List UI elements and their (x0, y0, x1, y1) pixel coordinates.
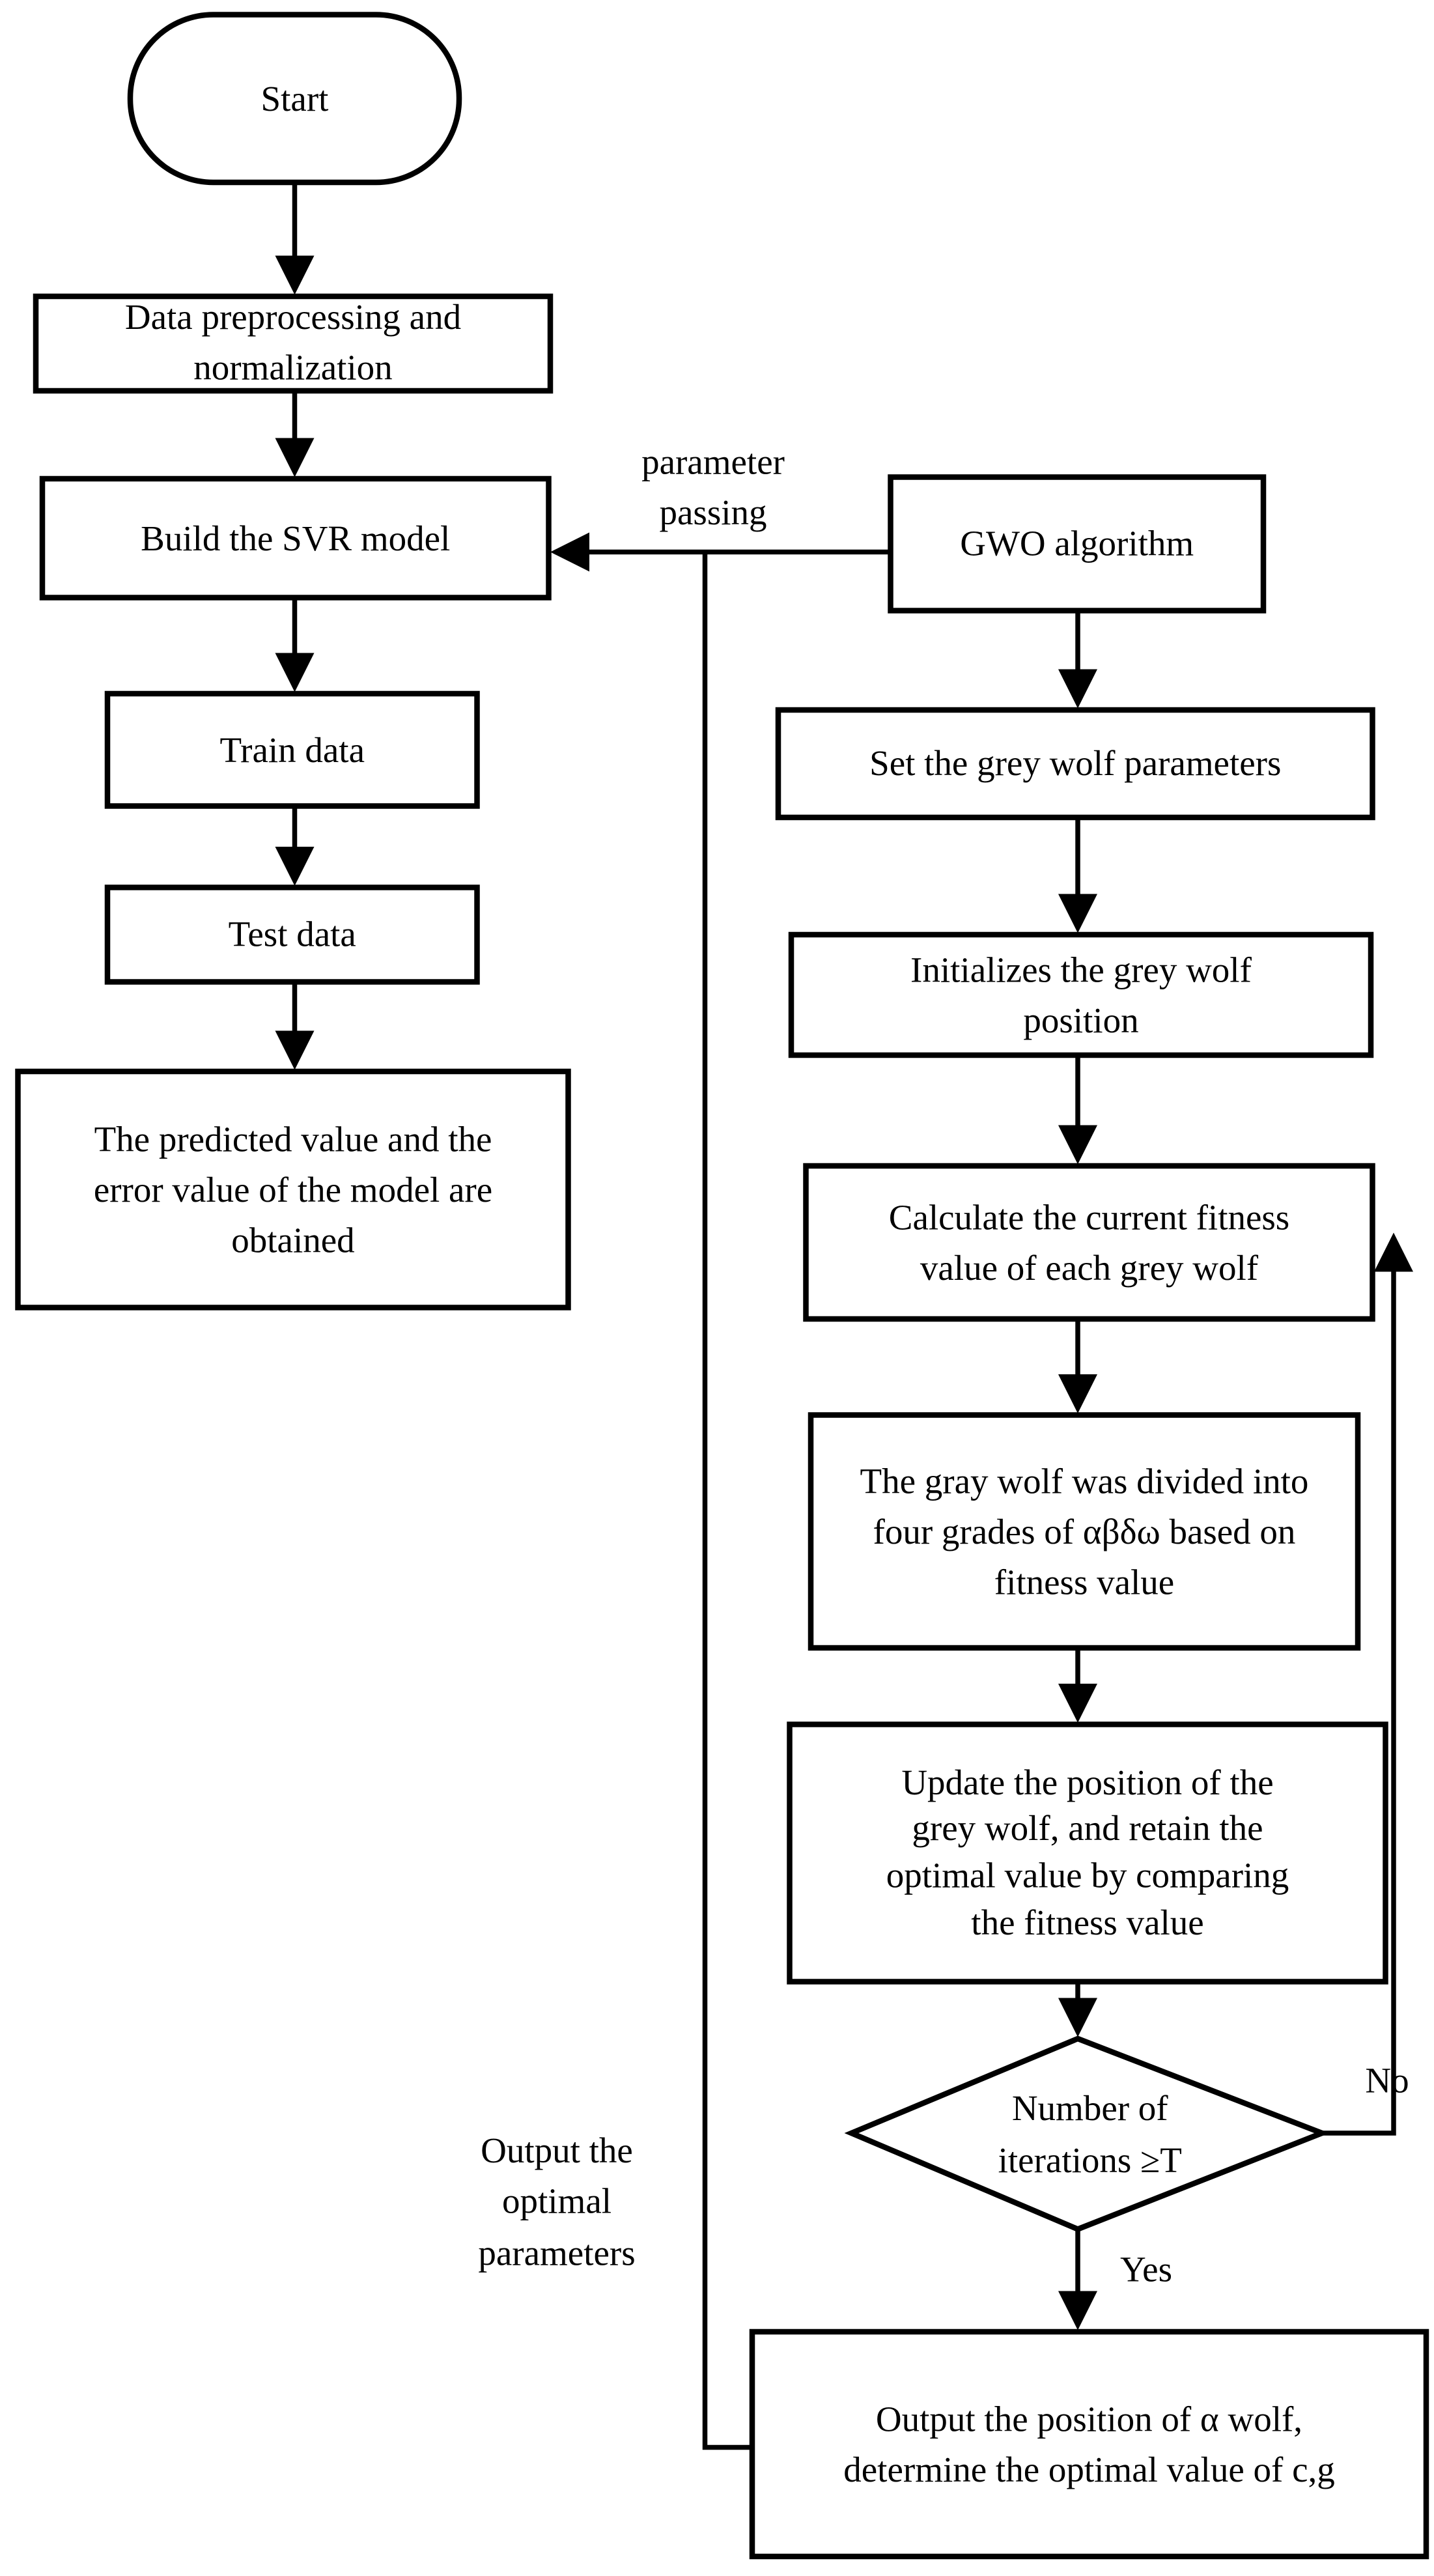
node-output-alpha: Output the position of α wolf, determine… (843, 2398, 1335, 2490)
node-train-data: Train data (219, 729, 365, 771)
start-shape (127, 12, 462, 186)
gwo-shape (888, 474, 1267, 614)
node-update-position: Update the position of the grey wolf, an… (886, 1761, 1289, 1942)
edge-decision-no-to-calc (1322, 1232, 1413, 2136)
set-params-shape (775, 707, 1375, 821)
init-position-shape (788, 931, 1374, 1058)
node-build-svr: Build the SVR model (141, 517, 451, 559)
decision-shape (844, 2035, 1330, 2233)
edge-label-parameter-passing: parameter passing (641, 440, 785, 533)
node-data-preprocessing: Data preprocessing and normalization (124, 296, 462, 388)
edge-label-no: No (1365, 2060, 1409, 2101)
node-calc-fitness: Calculate the current fitness value of e… (888, 1196, 1290, 1288)
node-predicted-value: The predicted value and the error value … (93, 1118, 493, 1261)
node-divide-grades: The gray wolf was divided into four grad… (860, 1460, 1309, 1603)
train-data-shape (104, 690, 480, 809)
output-alpha-shape (749, 2328, 1429, 2560)
divide-grades-shape (808, 1412, 1361, 1651)
build-svr-shape (39, 475, 552, 601)
node-decision-iterations: Number of iterations ≥T (998, 2088, 1182, 2180)
update-position-shape (787, 1721, 1388, 1985)
node-set-parameters: Set the grey wolf parameters (869, 743, 1282, 784)
edge-label-output-optimal: Output the optimal parameters (478, 2130, 636, 2273)
edge-output-feedback-line (702, 552, 752, 2450)
preprocess-shape (33, 293, 554, 394)
node-gwo-algorithm: GWO algorithm (960, 523, 1194, 564)
calc-fitness-shape (803, 1163, 1375, 1322)
node-start: Start (260, 78, 329, 119)
test-data-shape (104, 885, 480, 985)
node-test-data: Test data (228, 914, 356, 955)
predicted-shape (15, 1068, 571, 1310)
edge-label-yes: Yes (1119, 2249, 1172, 2290)
node-init-position: Initializes the grey wolf position (910, 948, 1252, 1041)
